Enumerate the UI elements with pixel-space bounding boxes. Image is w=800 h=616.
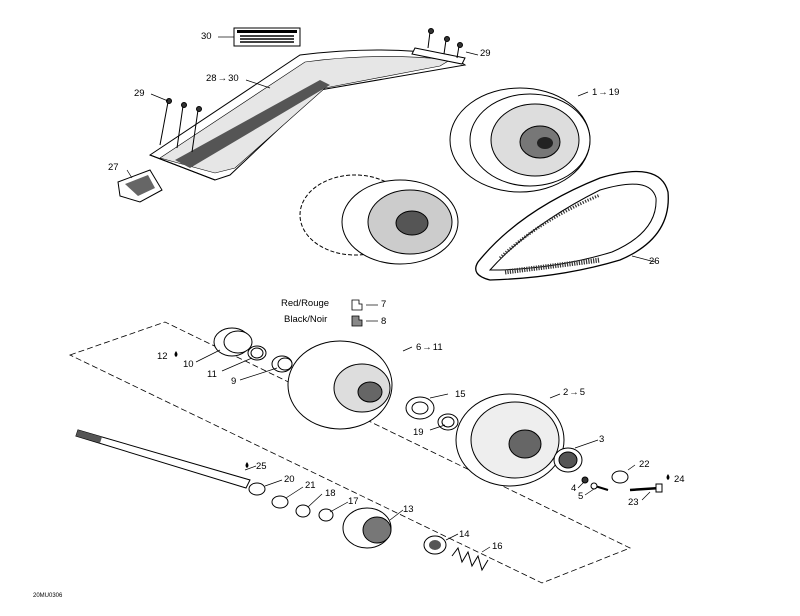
washer-18 [295,504,311,518]
shaft-spacer-20 [248,482,266,496]
legend-black-ref: 8 [381,316,387,327]
callout-30: 30 [201,31,212,42]
spider-3 [553,447,583,473]
guard-screws [159,28,463,153]
washer-15 [405,396,435,420]
legend-black: Black/Noir [284,314,328,325]
callout-14: 14 [459,529,470,540]
callout-26: 26 [649,256,660,267]
callout-13: 13 [403,504,414,515]
drive-pulley-assembly [299,174,459,265]
shaft-spacer-21 [271,495,289,509]
spring-16 [451,546,489,572]
legend-red-ref: 7 [381,299,387,310]
callout-25: 25 [256,461,267,472]
callout-24: 24 [674,474,685,485]
callout-27: 27 [108,162,119,173]
washer-17 [318,508,334,522]
callout-18: 18 [325,488,336,499]
callout-6-11: 6→11 [416,342,443,353]
washer-22 [611,470,629,484]
callout-15: 15 [455,389,466,400]
assembly-boundary [68,321,631,584]
driven-pulley-assembly [449,87,591,193]
callout-4: 4 [571,483,577,494]
callout-28-30: 28→30 [206,73,239,84]
callout-29-left: 29 [134,88,145,99]
red-sealant-icon [351,299,363,311]
callout-3: 3 [599,434,605,445]
callout-10: 10 [183,359,194,370]
callout-5: 5 [578,491,584,502]
belt-guard [148,47,467,181]
bolt-4-5 [581,476,609,491]
callout-20: 20 [284,474,295,485]
legend-red: Red/Rouge [281,298,330,309]
sheave-cover-10 [213,327,253,357]
callout-16: 16 [492,541,503,552]
black-sealant-icon [351,315,363,327]
callout-29-right: 29 [480,48,491,59]
screw-23 [629,483,663,493]
bushing-19 [437,413,459,431]
drive-shaft [75,429,251,489]
warning-decal [233,27,301,47]
legend-icons [174,299,670,480]
drawing-id: 20MU0306 [33,593,63,599]
fixed-sheave-6 [287,340,393,430]
bushing-9 [271,355,293,373]
callout-2-5: 2→5 [563,387,586,398]
callout-1-19: 1→19 [592,87,620,98]
callout-12: 12 [157,351,168,362]
bearing-14 [423,535,447,555]
callout-23: 23 [628,497,639,508]
cam-13 [342,507,392,549]
callout-19: 19 [413,427,424,438]
callout-9: 9 [231,376,237,387]
spring-seat-11 [247,345,267,361]
callout-11: 11 [207,369,217,380]
movable-sheave-2 [455,393,565,487]
grease-drop-icon-25 [245,462,249,468]
retainer-clip [117,169,163,203]
callout-17: 17 [348,496,359,507]
callout-21: 21 [305,480,316,491]
grease-drop-icon-12 [174,351,178,357]
leader-lines [126,36,656,553]
drive-belt [475,170,669,281]
callout-22: 22 [639,459,650,470]
grease-drop-icon-24 [666,474,670,480]
